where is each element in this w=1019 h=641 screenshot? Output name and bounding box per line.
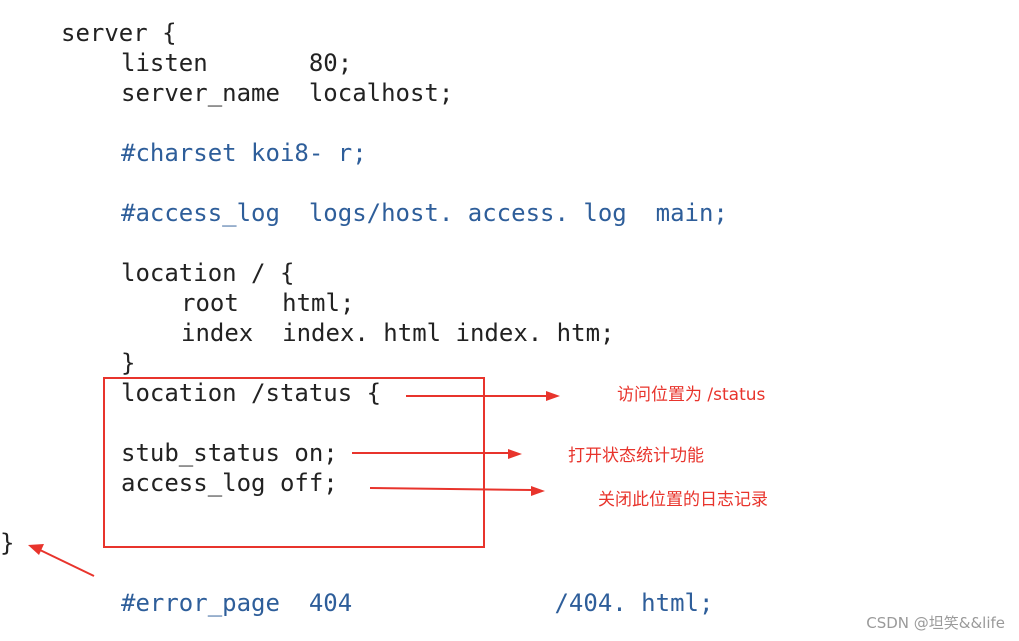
code-line-access-log-comment: #access_log logs/host. access. log main; bbox=[121, 199, 728, 227]
highlight-box bbox=[103, 377, 485, 548]
annotation-stub-status: 打开状态统计功能 bbox=[568, 446, 704, 466]
code-line-listen: listen 80; bbox=[121, 49, 353, 77]
annotation-status-location: 访问位置为 /status bbox=[617, 385, 766, 405]
arrow-icon bbox=[406, 391, 560, 401]
arrow-icon bbox=[28, 544, 95, 577]
code-line-location-status: location /status { bbox=[121, 379, 382, 407]
code-line-root: root html; bbox=[181, 289, 355, 317]
code-line-access-log-off: access_log off; bbox=[121, 469, 338, 497]
code-line-location-root: location / { bbox=[121, 259, 295, 287]
code-line-server-open: server { bbox=[61, 19, 177, 47]
code-line-server-name: server_name localhost; bbox=[121, 79, 454, 107]
code-line-charset-comment: #charset koi8- r; bbox=[121, 139, 367, 167]
code-line-server-close: } bbox=[0, 529, 15, 557]
code-line-error-page-comment: #error_page 404 /404. html; bbox=[121, 589, 714, 617]
arrow-icon bbox=[369, 486, 545, 496]
code-line-index: index index. html index. htm; bbox=[181, 319, 615, 347]
annotation-access-log-off: 关闭此位置的日志记录 bbox=[598, 490, 768, 510]
arrow-icon bbox=[352, 449, 522, 459]
code-line-stub-status: stub_status on; bbox=[121, 439, 338, 467]
code-line-location-close: } bbox=[121, 349, 136, 377]
watermark: CSDN @坦笑&&life bbox=[866, 614, 1005, 632]
